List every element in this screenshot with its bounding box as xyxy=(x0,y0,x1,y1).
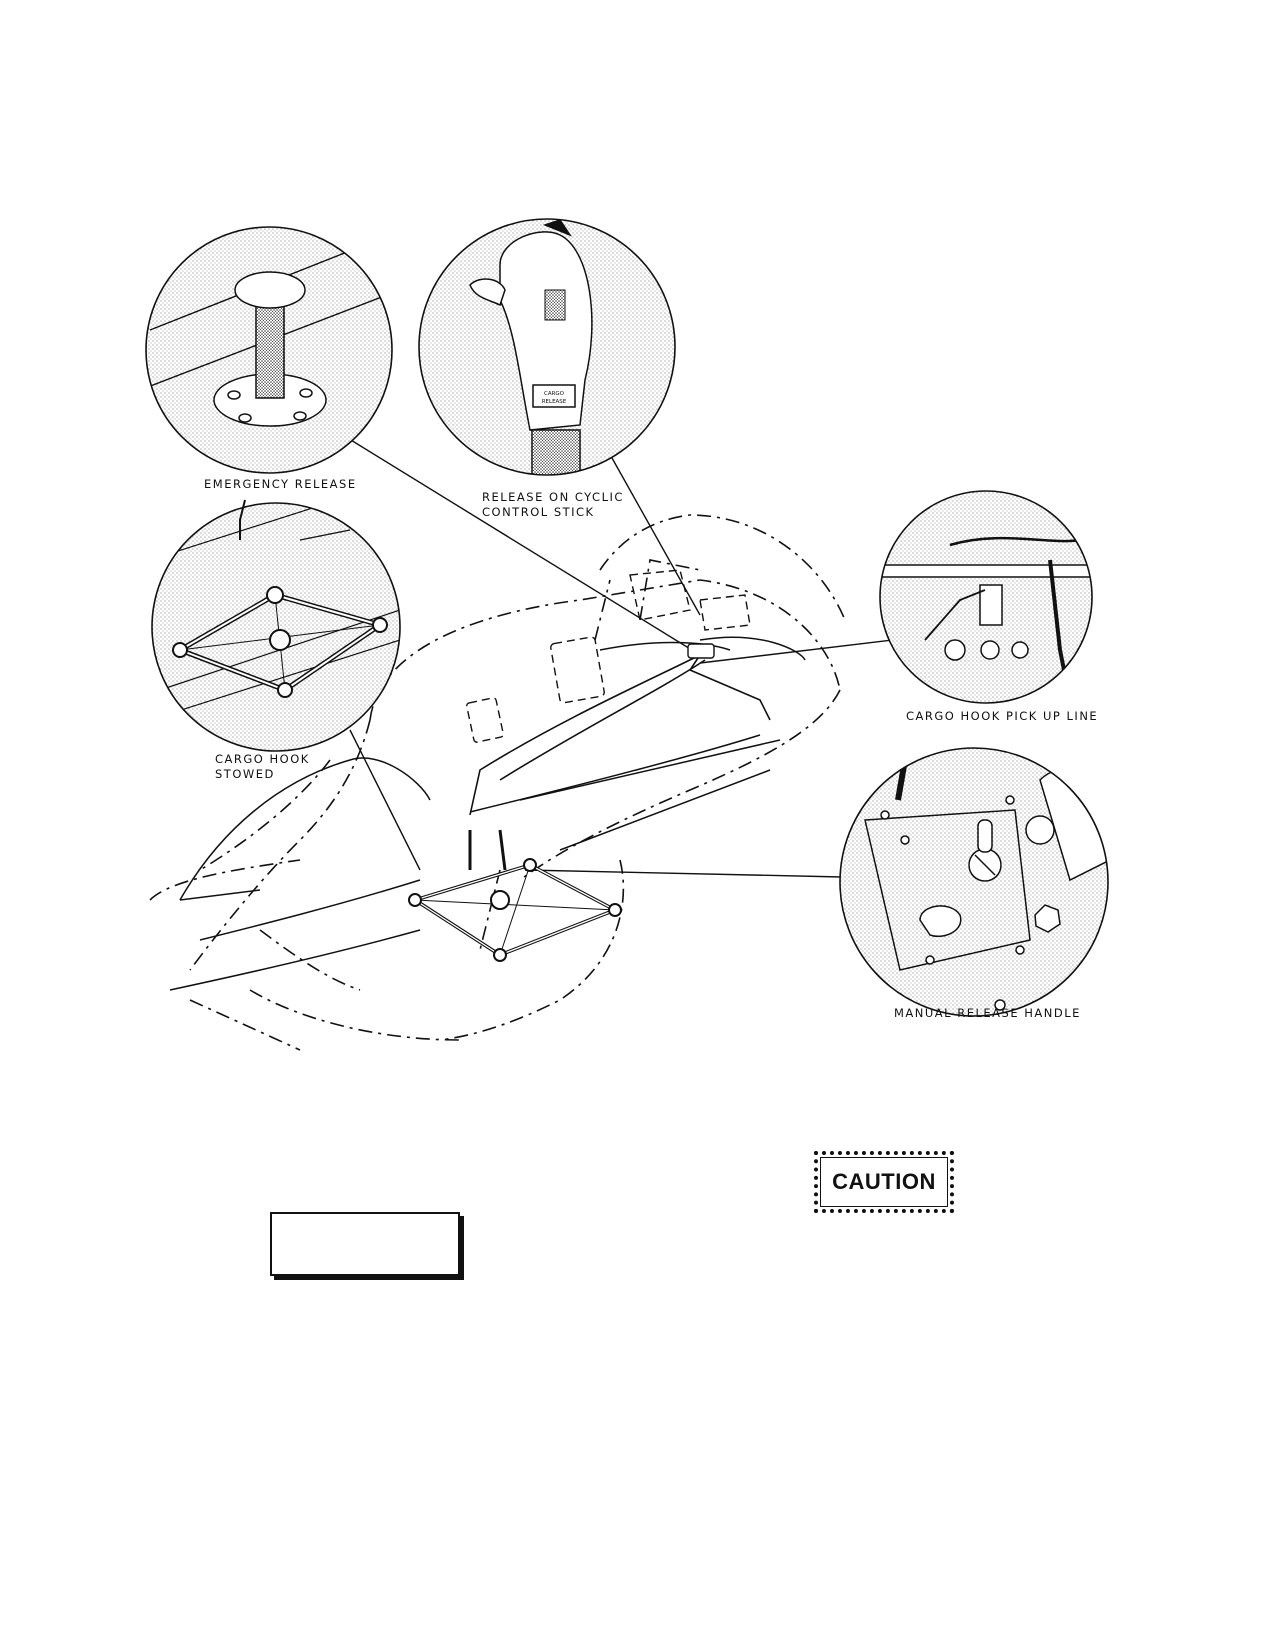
label-cargo-hook-stowed-line2: STOWED xyxy=(215,767,275,781)
label-manual-release: MANUAL RELEASE HANDLE xyxy=(894,1006,1081,1020)
grip-placard-line1: CARGO xyxy=(544,391,565,397)
cargo-hook-frame-deployed xyxy=(408,829,622,962)
empty-note-frame xyxy=(270,1212,460,1276)
detail-circle-cargo-hook-stowed xyxy=(151,499,401,752)
label-pickup-line: CARGO HOOK PICK UP LINE xyxy=(906,709,1099,723)
detail-circle-manual-release xyxy=(839,747,1109,1017)
fuselage-windows xyxy=(466,569,751,743)
label-cargo-hook-stowed-line1: CARGO HOOK xyxy=(215,752,310,766)
cyclic-grip-icon: CARGO RELEASE xyxy=(469,219,593,475)
grip-placard-line2: RELEASE xyxy=(542,399,567,405)
helicopter-solid-edges xyxy=(169,636,806,991)
detail-circle-pickup-line xyxy=(879,490,1093,704)
label-emergency-release: EMERGENCY RELEASE xyxy=(204,477,357,491)
release-cable xyxy=(469,654,771,816)
emergency-release-pedestal-icon xyxy=(213,271,327,427)
caution-badge: CAUTION xyxy=(814,1151,954,1213)
label-release-cyclic-line2: CONTROL STICK xyxy=(482,505,595,519)
caution-label: CAUTION xyxy=(832,1169,936,1194)
helicopter-fuselage xyxy=(149,514,846,1051)
detail-circle-cyclic-stick: CARGO RELEASE xyxy=(418,218,676,476)
label-release-cyclic: RELEASE ON CYCLIC CONTROL STICK xyxy=(482,490,624,520)
stowed-hook-frame-icon xyxy=(172,499,388,698)
label-release-cyclic-line1: RELEASE ON CYCLIC xyxy=(482,490,624,504)
label-cargo-hook-stowed: CARGO HOOK STOWED xyxy=(215,752,310,782)
caution-badge-inner: CAUTION xyxy=(820,1157,948,1207)
release-mechanism-icon xyxy=(687,643,715,659)
detail-circle-emergency-release xyxy=(145,226,393,474)
